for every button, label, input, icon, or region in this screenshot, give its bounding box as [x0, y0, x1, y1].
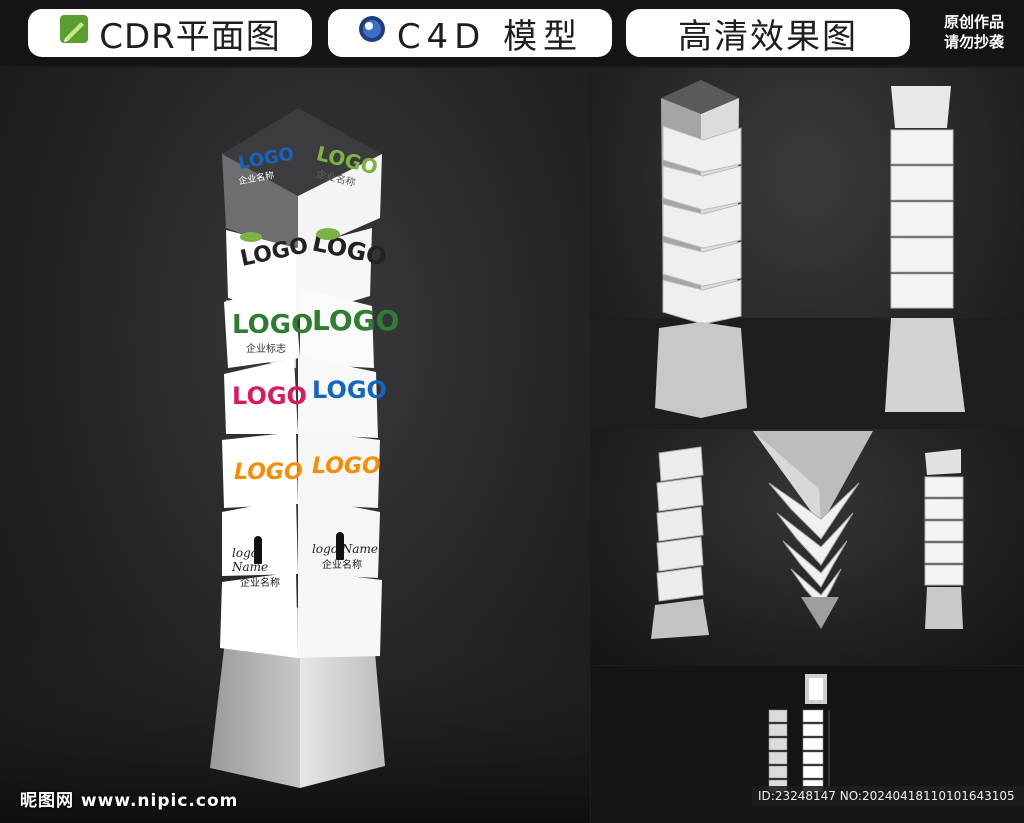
- face-4-left-logo: LOGO: [232, 382, 307, 410]
- face-6-left-logo: logo Name: [232, 546, 269, 574]
- c4d-model-label: C4D 模型: [396, 16, 584, 57]
- cinema4d-icon: [357, 13, 387, 53]
- site-watermark: 昵图网 www.nipic.com: [20, 791, 239, 811]
- copyright-notice: 原创作品 请勿抄袭: [928, 12, 1020, 52]
- face-1-right: LOGO 企业名称: [314, 141, 380, 189]
- face-6-left: logo Name 企业名称: [232, 546, 292, 589]
- render-view-3: [591, 429, 1024, 665]
- face-4-right-logo: LOGO: [312, 376, 387, 404]
- blank-towers-render: [591, 80, 1024, 428]
- face-3-right-logo: LOGO: [312, 304, 400, 337]
- face-2-right-hat-icon: [316, 228, 340, 240]
- face-6-right-sub: 企业名称: [322, 560, 362, 571]
- face-5-right-logo: LOGO: [312, 454, 381, 479]
- cdr-plan-label: CDR平面图: [99, 16, 281, 57]
- hd-render-badge: 高清效果图: [626, 9, 910, 57]
- face-6-right-logo: logo Name: [312, 542, 378, 556]
- notice-line-2: 请勿抄袭: [943, 33, 1004, 51]
- c4d-model-badge: C4D 模型: [328, 9, 612, 57]
- face-3-left-logo: LOGO: [232, 310, 314, 340]
- face-6-left-sub: 企业名称: [240, 578, 280, 589]
- face-6-left-silhouette-icon: [254, 536, 262, 564]
- image-id-watermark: ID:23248147 NO:20240418110101643105: [752, 786, 1024, 806]
- render-view-2: [591, 68, 1024, 428]
- face-2-left-hat-icon: [240, 232, 262, 242]
- cdr-plan-badge: CDR平面图: [28, 9, 312, 57]
- face-6-right: logo Name 企业名称: [312, 542, 378, 571]
- face-1-left: LOGO 企业名称: [237, 144, 298, 188]
- notice-line-1: 原创作品: [943, 13, 1004, 31]
- header-bar: CDR平面图 C4D 模型 高清效果图 原创作品 请勿抄袭: [0, 0, 1024, 66]
- angle-views-render: [651, 431, 964, 639]
- coreldraw-icon: [59, 13, 89, 53]
- main-render-panel: LOGO 企业名称 LOGO 企业名称 LOGO LOGO LOGO 企业标志 …: [0, 68, 590, 823]
- face-5-left-logo: LOGO: [234, 460, 303, 485]
- face-3-left: LOGO 企业标志: [232, 310, 313, 355]
- main-tower-render: [0, 108, 590, 823]
- face-6-right-silhouette-icon: [336, 532, 344, 560]
- hd-render-label: 高清效果图: [678, 16, 858, 57]
- face-3-left-sub: 企业标志: [246, 344, 286, 355]
